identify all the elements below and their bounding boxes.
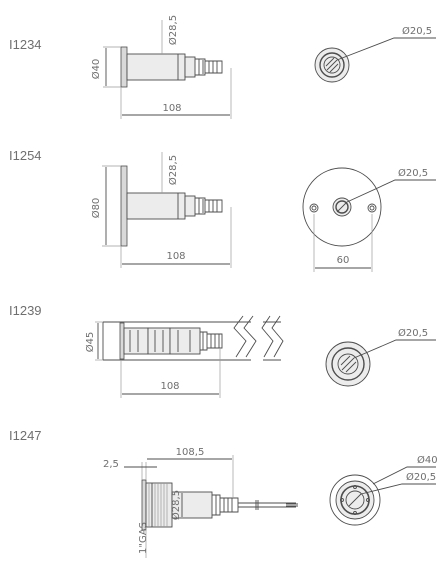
i1239-diameter-label: Ø45 (84, 332, 96, 353)
i1254-diameter-label: Ø80 (90, 198, 102, 219)
i1254-flange (120, 165, 128, 247)
i1234-side-view: Ø40 Ø28,5 108 (90, 15, 232, 119)
i1254-body-diameter-label: Ø28,5 (167, 155, 179, 185)
i1254-front-plate (302, 167, 382, 247)
i1234-gland-base (184, 56, 196, 78)
i1254-front-view: Ø20,5 60 (302, 167, 436, 272)
i1254-cable-gland (205, 199, 223, 213)
i1254-side-view: Ø80 Ø28,5 108 (90, 152, 232, 268)
i1239-flange (119, 322, 125, 360)
i1247-lens-leader (360, 483, 436, 495)
i1247-thread-label: 1"GAS (138, 522, 149, 554)
i1239-lens-diameter-label: Ø20,5 (398, 327, 428, 339)
i1234-diameter-label: Ø40 (90, 59, 102, 80)
i1254-length-label: 108 (166, 251, 185, 262)
i1254-lens-leader (346, 179, 436, 203)
i1247-outer-leader (372, 466, 436, 485)
i1234-cable-gland (205, 60, 223, 74)
i1239-side-view: Ø45 108 (84, 315, 284, 398)
i1254-hole-spacing-label: 60 (337, 255, 350, 266)
product-code-i1234: I1234 (9, 37, 42, 52)
i1239-housing (103, 321, 251, 361)
i1234-body (126, 53, 186, 81)
i1247-body (171, 491, 213, 519)
i1247-gland-nut (212, 494, 221, 516)
i1239-front-view: Ø20,5 (325, 327, 436, 387)
i1234-front-view: Ø20,5 (314, 25, 436, 83)
i1247-flange-label: 2,5 (103, 459, 119, 470)
i1234-gland-nut (195, 58, 206, 76)
i1254-mount-hole-right (367, 203, 377, 213)
i1239-cable-gland (207, 333, 223, 349)
i1247-front-view: Ø40 Ø20,5 (329, 454, 438, 526)
product-code-i1247: I1247 (9, 428, 42, 443)
i1254-body (126, 192, 186, 220)
i1247-threaded-body (145, 482, 173, 528)
i1234-length-label: 108 (162, 103, 181, 114)
i1234-flange (120, 46, 128, 88)
i1247-cable (238, 502, 296, 508)
i1234-body-diameter-label: Ø28,5 (167, 15, 179, 45)
i1254-lens-diameter-label: Ø20,5 (398, 167, 428, 179)
i1247-lens-diameter-label: Ø20,5 (406, 471, 436, 483)
i1239-length-label: 108 (160, 381, 179, 392)
i1247-length-label: 108,5 (176, 447, 205, 458)
i1247-side-view: 2,5 108,5 Ø28,5 1"GAS (103, 447, 298, 558)
i1239-break-mark-left (233, 315, 257, 358)
i1247-body-diameter-label: Ø28,5 (170, 490, 182, 520)
i1254-gland-base (184, 195, 196, 217)
product-code-i1239: I1239 (9, 303, 42, 318)
i1234-lens-leader (336, 37, 436, 61)
i1247-cable-gland (220, 497, 239, 513)
i1239-break-mark-right (261, 315, 284, 358)
i1239-lens-leader (353, 339, 436, 359)
product-code-i1254: I1254 (9, 148, 42, 163)
i1247-outer-diameter-label: Ø40 (417, 454, 438, 466)
i1247-front-outer (329, 474, 381, 526)
i1254-gland-nut (195, 197, 206, 215)
i1239-gland-nut (200, 331, 208, 351)
i1234-lens-diameter-label: Ø20,5 (402, 25, 432, 37)
i1254-mount-hole-left (309, 203, 319, 213)
